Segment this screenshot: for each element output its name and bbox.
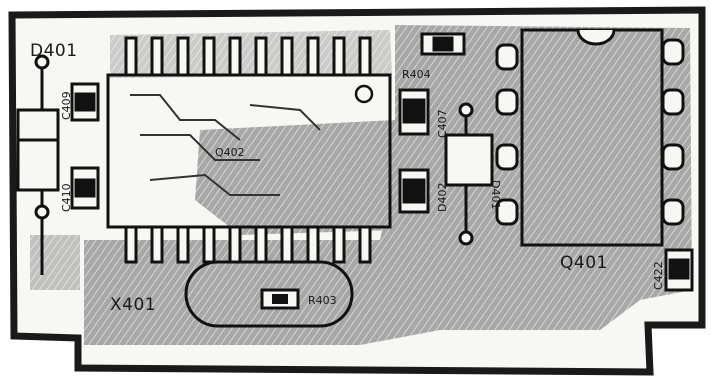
- c410-capacitor: [70, 166, 100, 210]
- d402-component: [398, 168, 430, 214]
- q401-notch: [576, 29, 616, 46]
- c409-capacitor: [70, 82, 100, 122]
- label-r403: R403: [308, 294, 337, 307]
- d401-diode: [16, 54, 60, 275]
- label-q401: Q401: [560, 253, 608, 273]
- q402-ic-body: [106, 73, 392, 229]
- label-d401-diode-tag: D401: [489, 180, 502, 209]
- label-c409: C409: [60, 91, 73, 120]
- traces: [130, 94, 321, 196]
- r404-resistor: [420, 32, 466, 56]
- label-c422: C422: [652, 261, 665, 290]
- q402-pin1-marker: [354, 84, 374, 104]
- c422-capacitor: [664, 248, 694, 292]
- label-c407: C407: [436, 109, 449, 138]
- x401-crystal: [184, 260, 354, 328]
- r403-resistor-fill: [272, 294, 288, 304]
- d404-diode: [444, 102, 494, 246]
- label-x401: X401: [110, 295, 156, 315]
- label-r404: R404: [402, 68, 431, 81]
- c407-capacitor: [398, 88, 430, 136]
- q401-pads: [495, 38, 685, 226]
- label-d402: D402: [436, 183, 449, 212]
- label-q402: Q402: [215, 146, 245, 159]
- label-c410: C410: [60, 183, 73, 212]
- label-d401: D401: [30, 41, 78, 61]
- q402-top-pins: [124, 36, 372, 77]
